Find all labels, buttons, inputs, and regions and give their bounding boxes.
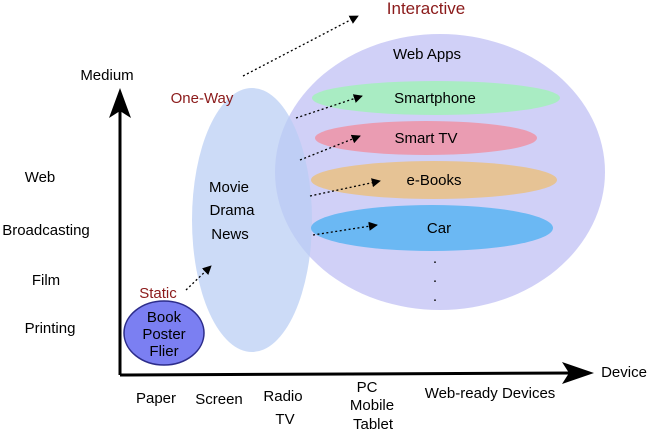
smart-tv-ellipse — [315, 121, 537, 155]
device-level-screen: Screen — [195, 391, 243, 408]
medium-level-broadcasting: Broadcasting — [2, 222, 90, 239]
static-circle — [123, 300, 205, 366]
static-to-one-way-arrow — [185, 265, 212, 291]
device-level-paper: Paper — [136, 390, 176, 407]
smartphone-ellipse — [312, 81, 560, 115]
more-dot-3: · — [433, 291, 438, 308]
link-to-smart-tv-arrow — [299, 134, 361, 161]
medium-level-film: Film — [32, 272, 60, 289]
y-axis-label: Medium — [80, 67, 133, 84]
x-axis — [119, 371, 576, 377]
e-books-label: e-Books — [406, 172, 461, 189]
device-level-radio: Radio — [263, 388, 302, 405]
device-level-tv: TV — [275, 411, 294, 428]
static-item-flier: Flier — [149, 343, 178, 360]
more-dot-2: · — [433, 272, 438, 289]
e-books-ellipse — [311, 161, 557, 199]
one-way-item-movie: Movie — [209, 179, 249, 196]
one-way-item-news: News — [211, 226, 249, 243]
link-to-e-books-arrow — [309, 178, 381, 197]
interactive-stage-label: Interactive — [387, 0, 465, 18]
x-axis-label: Device — [601, 364, 647, 381]
more-dot-1: · — [433, 253, 438, 270]
one-way-item-drama: Drama — [209, 202, 255, 219]
static-stage-label: Static — [139, 285, 177, 302]
device-level-tablet: Tablet — [353, 416, 394, 431]
smartphone-label: Smartphone — [394, 90, 476, 107]
car-ellipse — [311, 205, 553, 251]
medium-level-printing: Printing — [25, 320, 76, 337]
one-way-ellipse — [192, 88, 312, 352]
y-axis-arrowhead — [109, 88, 131, 118]
device-level-mobile: Mobile — [350, 397, 394, 414]
one-way-stage-label: One-Way — [171, 90, 234, 107]
x-axis-arrowhead — [562, 362, 594, 384]
smart-tv-label: Smart TV — [394, 130, 457, 147]
medium-level-web: Web — [25, 169, 56, 186]
car-label: Car — [427, 220, 451, 237]
static-item-poster: Poster — [142, 326, 185, 343]
link-to-car-arrow — [312, 221, 378, 236]
web-apps-title: Web Apps — [393, 46, 461, 63]
static-item-book: Book — [147, 309, 182, 326]
device-level-pc: PC — [357, 379, 378, 396]
device-level-web-ready: Web-ready Devices — [425, 385, 556, 402]
one-way-to-interactive-arrow — [242, 15, 359, 77]
